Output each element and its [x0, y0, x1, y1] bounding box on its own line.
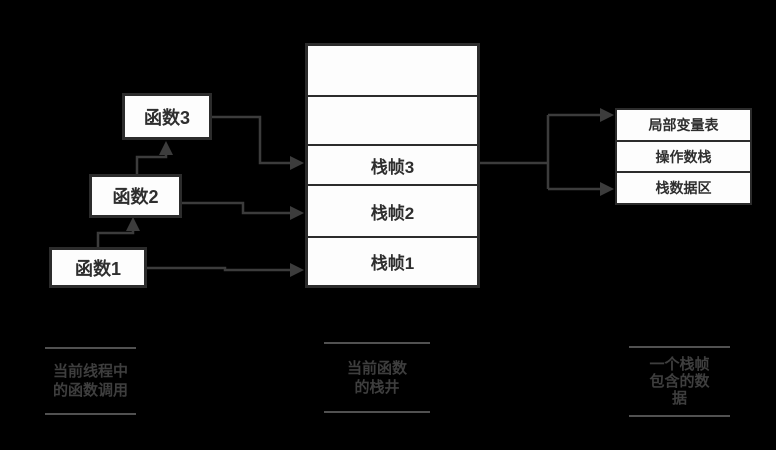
caption-frame-data-line3: 据 — [671, 390, 687, 407]
arrowhead-func2-to-func3 — [159, 141, 173, 155]
arrowhead-func3-to-frame3 — [290, 156, 304, 170]
function-box-2: 函数2 — [89, 174, 182, 218]
caption-function-calls: 当前线程中 的函数调用 — [45, 347, 136, 415]
function-box-3: 函数3 — [122, 93, 212, 140]
arrowhead-branch-top — [600, 108, 614, 122]
function-box-1: 函数1 — [49, 247, 147, 288]
arrowhead-func2-to-frame2 — [290, 206, 304, 220]
frame-content-operand-stack: 操作数栈 — [617, 142, 750, 174]
function-box-3-label: 函数3 — [143, 107, 190, 128]
caption-frame-data-line1: 一个栈帧 — [649, 356, 710, 373]
function-box-2-label: 函数2 — [112, 187, 159, 207]
caption-frame-data: 一个栈帧 包含的数 据 — [629, 346, 730, 417]
stack-cell-frame1: 栈帧1 — [370, 254, 415, 273]
stack-cell-empty-second — [308, 97, 477, 146]
arrow-func2-to-frame2 — [182, 201, 291, 215]
function-box-1-label: 函数1 — [74, 258, 121, 279]
stack-cell-empty-top — [308, 46, 477, 97]
caption-function-calls-line2: 的函数调用 — [52, 382, 128, 399]
frame-contents-group: 局部变量表 操作数栈 栈数据区 — [615, 108, 752, 205]
caption-frame-data-line2: 包含的数 — [649, 373, 710, 390]
stack-cell-frame2: 栈帧2 — [308, 186, 477, 238]
frame-content-local-variable-table: 局部变量表 — [617, 110, 750, 142]
arrowhead-func1-to-func2 — [126, 217, 140, 231]
stack-cell-frame3: 栈帧3 — [308, 146, 477, 186]
arrowhead-branch-bottom — [600, 182, 614, 196]
frame-content-stack-data-area: 栈数据区 — [655, 180, 712, 197]
arrow-func1-to-frame1 — [147, 266, 291, 272]
caption-function-calls-line1: 当前线程中 — [52, 363, 128, 380]
arrow-func3-to-frame3 — [212, 115, 291, 165]
stack-container: 栈帧3 栈帧2 栈帧1 — [305, 43, 480, 288]
caption-current-function-stack-line2: 的栈井 — [354, 378, 400, 396]
caption-current-function-stack-line1: 当前函数 — [346, 359, 407, 377]
arrowhead-func1-to-frame1 — [290, 263, 304, 277]
caption-current-function-stack: 当前函数 的栈井 — [324, 342, 430, 413]
